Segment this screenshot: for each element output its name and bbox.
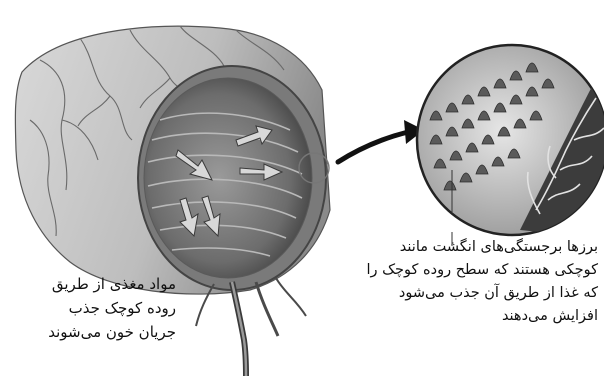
absorption-caption: مواد مغذی از طریق روده کوچک جذب جریان خو… — [36, 272, 176, 344]
villi-caption-line: برزها برجستگی‌های انگشت مانند — [336, 236, 598, 259]
villi-caption: برزها برجستگی‌های انگشت مانند کوچکی هستن… — [336, 236, 598, 328]
absorption-caption-line: روده کوچک جذب — [36, 296, 176, 320]
absorption-caption-line: جریان خون می‌شوند — [36, 320, 176, 344]
villi-caption-line: کوچکی هستند که سطح روده کوچک را — [336, 259, 598, 282]
intestine-lumen — [138, 66, 326, 290]
pointer-arrow-icon — [338, 120, 424, 162]
absorption-caption-line: مواد مغذی از طریق — [36, 272, 176, 296]
villi-caption-line: که غذا از طریق آن جذب می‌شود — [336, 282, 598, 305]
villi-zoom — [417, 45, 604, 240]
villi-caption-line: افزایش می‌دهند — [336, 305, 598, 328]
